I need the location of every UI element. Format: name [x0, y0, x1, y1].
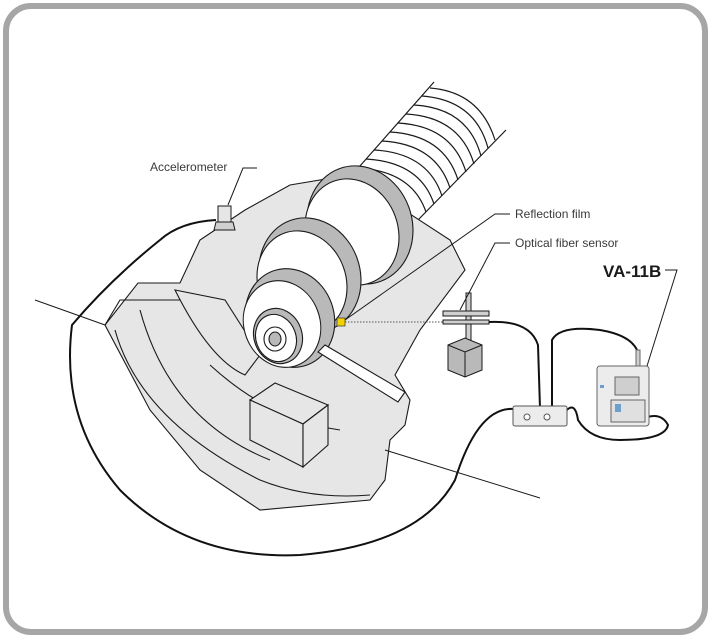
support-bar — [317, 344, 406, 403]
accelerometer-sensor — [213, 205, 236, 231]
va-11b-label: VA-11B — [603, 262, 662, 281]
optical-fiber-sensor-label: Optical fiber sensor — [515, 236, 619, 250]
reflection-film-label: Reflection film — [515, 207, 591, 221]
reflection-film-marker — [336, 317, 346, 327]
rotor — [242, 165, 414, 368]
ground-lines — [34, 299, 541, 499]
cables — [69, 219, 670, 557]
va-11b-device — [596, 349, 650, 427]
amplifier-unit — [512, 405, 568, 427]
base-block — [248, 382, 330, 469]
accelerometer-label: Accelerometer — [150, 160, 228, 174]
sensor-stand — [442, 292, 490, 378]
leader-lines — [227, 167, 678, 367]
